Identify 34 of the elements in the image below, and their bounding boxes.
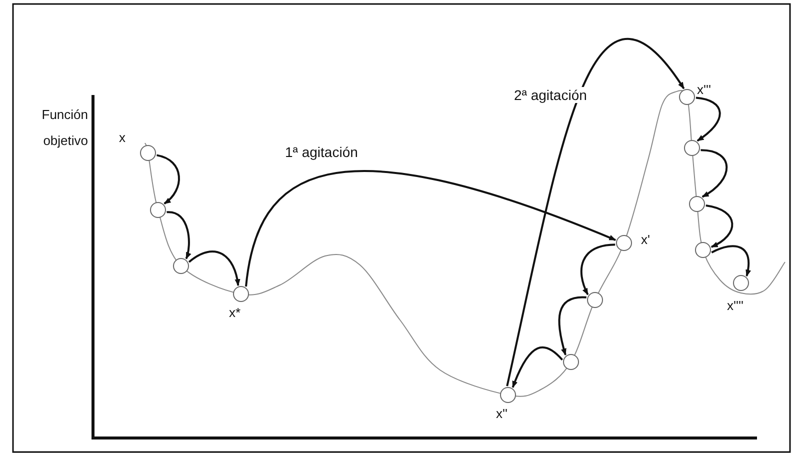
axis-label: Función objetivo [40,106,88,150]
arrow [245,170,616,287]
edge-label: 2ª agitación [514,87,587,103]
state-circle [733,275,749,291]
point-label: x* [229,305,241,320]
arrow [711,245,751,277]
arrow [700,149,728,198]
point-label: x' [641,232,650,247]
state-circle [563,354,579,370]
point-label: x'' [496,406,508,421]
arrow [512,346,563,388]
state-circle [587,292,603,308]
state-circle [689,196,705,212]
state-circle [616,235,632,251]
edge-label: 1ª agitación [285,144,358,160]
state-circle [173,258,189,274]
state-circle [140,145,156,161]
arrow [166,211,191,260]
arrow [706,204,734,248]
arrow [580,244,616,296]
state-circle [679,89,695,105]
state-circle [233,286,249,302]
state-circle [150,202,166,218]
point-label: x''' [697,82,711,97]
arrow [696,96,721,142]
point-label: x [119,130,126,145]
state-circle [684,140,700,156]
arrow [506,38,685,386]
state-circle [695,242,711,258]
point-label: x'''' [727,298,744,313]
arrow [188,250,240,286]
arrow [156,154,180,204]
state-circle [500,387,516,403]
arrow [558,296,586,356]
